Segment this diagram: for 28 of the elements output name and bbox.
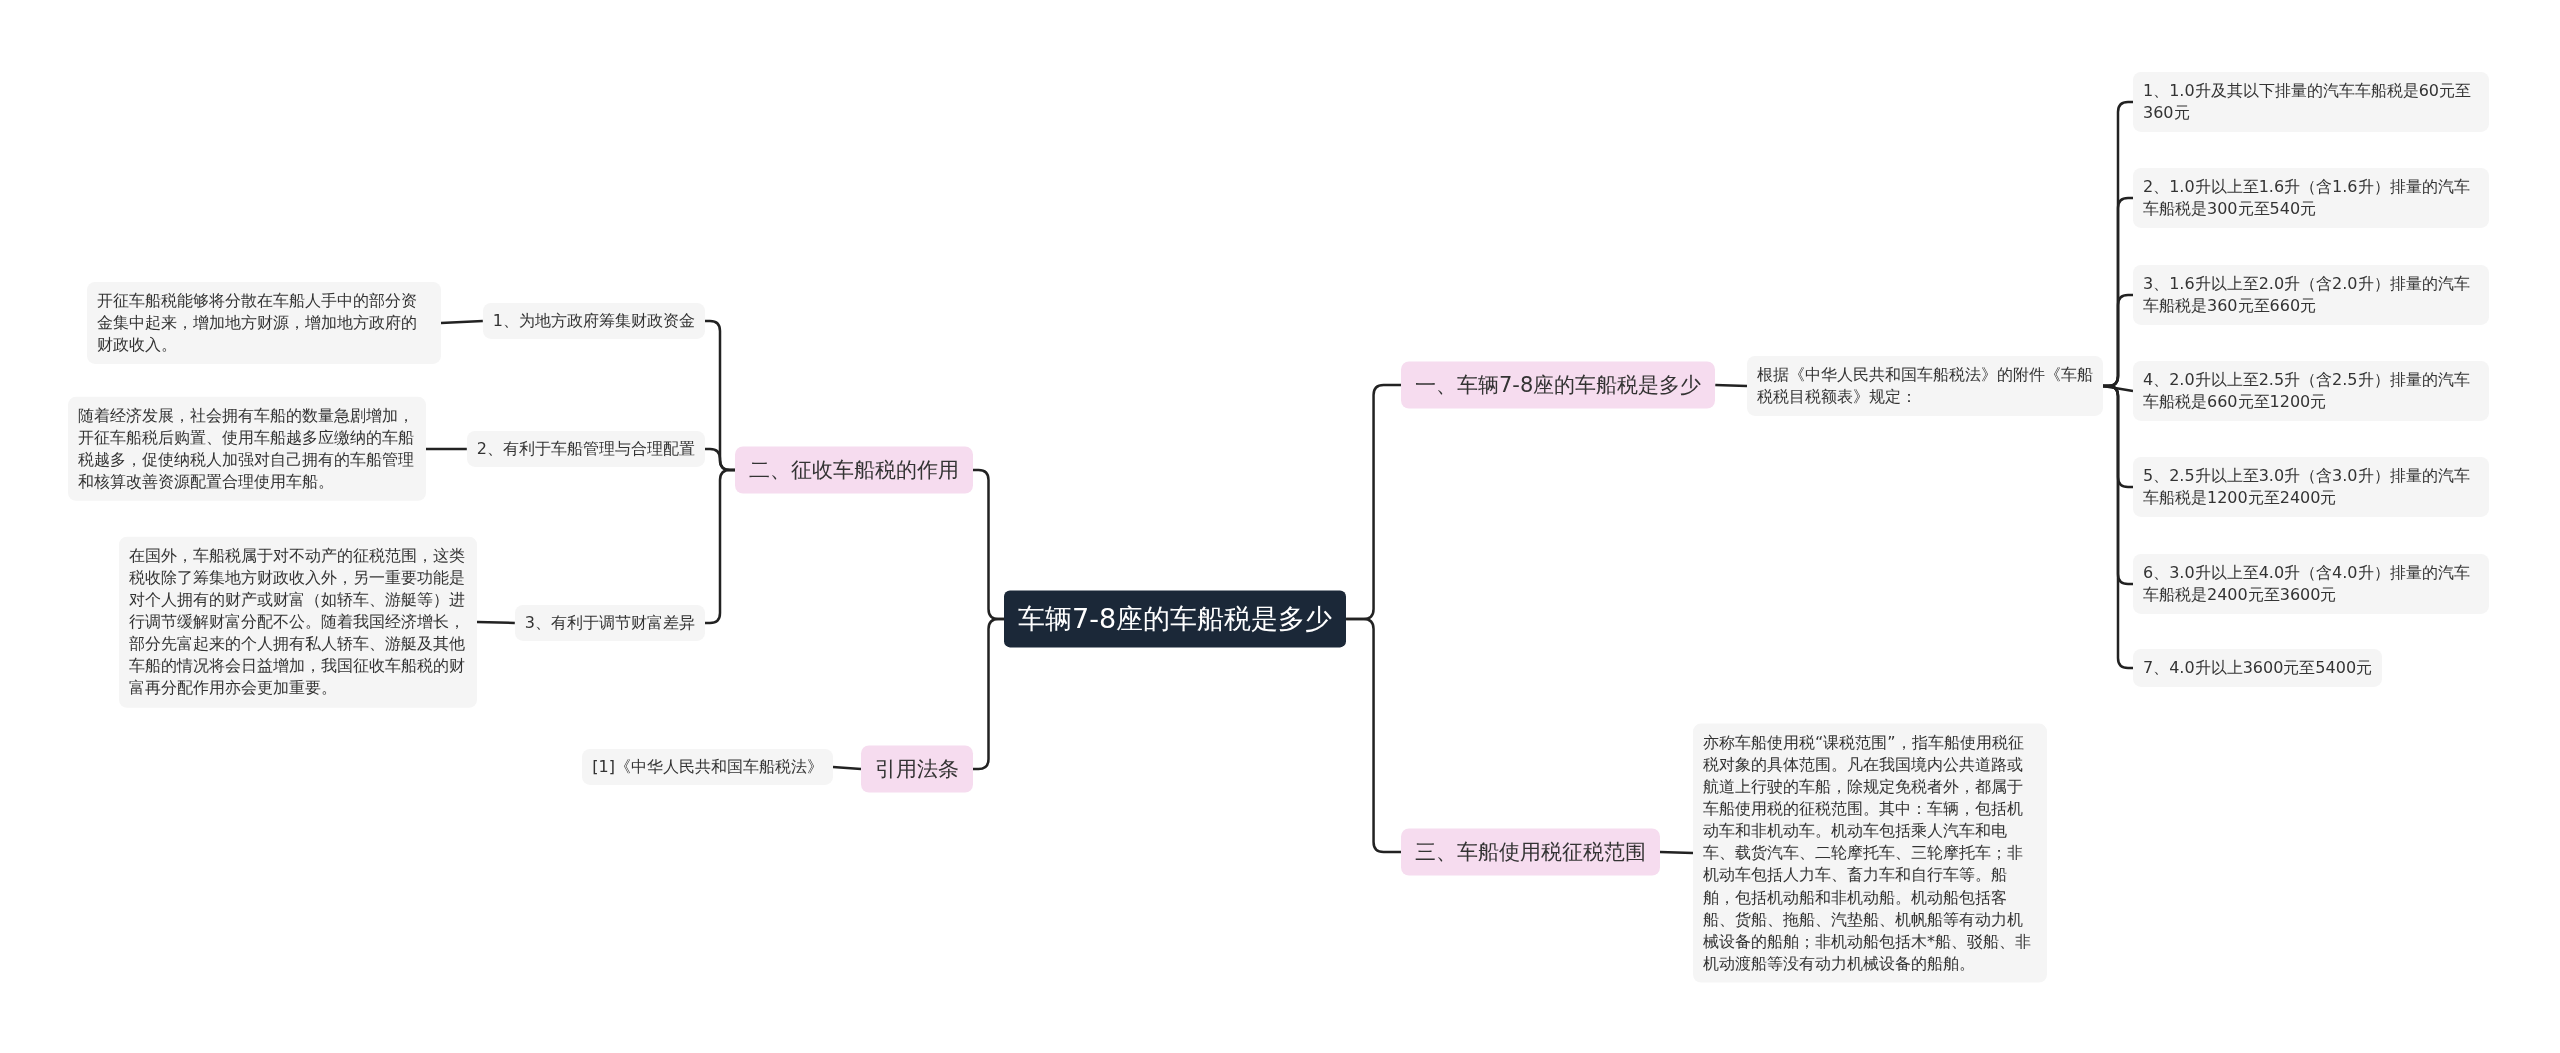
note-box: 2、1.0升以上至1.6升（含1.6升）排量的汽车车船税是300元至540元 xyxy=(2133,167,2489,229)
connector xyxy=(2102,384,2134,393)
note-box: 6、3.0升以上至4.0升（含4.0升）排量的汽车车船税是2400元至3600元 xyxy=(2133,553,2489,615)
topic-box: 一、车辆7-8座的车船税是多少 xyxy=(1401,361,1716,409)
note-box: 3、1.6升以上至2.0升（含2.0升）排量的汽车车船税是360元至660元 xyxy=(2133,264,2489,326)
connector xyxy=(426,447,467,451)
note-box: 在国外，车船税属于对不动产的征税范围，这类税收除了筹集地方财政收入外，另一重要功能是对个人拥有的财产或财富（如轿车、游艇等）进行调节缓解财富分配不公。随着我国经济增长，部分先富起来的个人拥有私人轿车、游艇及其他车船的情况将会日益增加，我国征收车船税的财富再分配作用亦会更加重要。 xyxy=(119,536,477,708)
central-topic: 车辆7-8座的车船税是多少 xyxy=(1004,590,1347,648)
topic-box: 二、征收车船税的作用 xyxy=(735,446,973,494)
note-box: 1、1.0升及其以下排量的汽车车船税是60元至360元 xyxy=(2133,71,2489,133)
note-box: 5、2.5升以上至3.0升（含3.0升）排量的汽车车船税是1200元至2400元 xyxy=(2133,456,2489,518)
connector xyxy=(1715,383,1748,388)
connector xyxy=(476,620,515,625)
subtopic-box: 2、有利于车船管理与合理配置 xyxy=(466,430,705,468)
connector xyxy=(832,765,862,771)
note-box: 随着经济发展，社会拥有车船的数量急剧增加，开征车船税后购置、使用车船越多应缴纳的车船税越多，促使纳税人加强对自己拥有的车船管理和核算改善资源配置合理使用车船。 xyxy=(68,396,426,502)
connector xyxy=(1659,850,1694,855)
subtopic-box: [1]《中华人民共和国车船税法》 xyxy=(582,748,833,786)
subtopic-box: 1、为地方政府筹集财政资金 xyxy=(482,302,705,340)
note-box: 亦称车船使用税“课税范围”，指车船使用税征税对象的具体范围。凡在我国境内公共道路或航道上行驶的车船，除规定免税者外，都属于车船使用税的征税范围。其中：车辆，包括机动车和非机动车。机动车包括乘人汽车和电车、载货汽车、二轮摩托车、三轮摩托车；非机动车包括人力车、畜力车和自行车等。船舶，包括机动船和非机动船。机动船包括客船、货船、拖船、汽垫船、机帆船等有动力机械设备的船舶；非机动船包括木*船、驳船、非机动渡船等没有动力机械设备的船舶。 xyxy=(1693,723,2047,983)
subtopic-box: 3、有利于调节财富差异 xyxy=(514,604,705,642)
topic-box: 三、车船使用税征税范围 xyxy=(1401,828,1660,876)
topic-box: 引用法条 xyxy=(861,745,973,793)
connector xyxy=(440,319,483,325)
note-box: 4、2.0升以上至2.5升（含2.5升）排量的汽车车船税是660元至1200元 xyxy=(2133,360,2489,422)
note-box: 开征车船税能够将分散在车船人手中的部分资金集中起来，增加地方财源，增加地方政府的财政收入。 xyxy=(87,281,441,365)
note-box: 根据《中华人民共和国车船税法》的附件《车船税税目税额表》规定： xyxy=(1747,355,2103,417)
note-box: 7、4.0升以上3600元至5400元 xyxy=(2133,648,2383,688)
